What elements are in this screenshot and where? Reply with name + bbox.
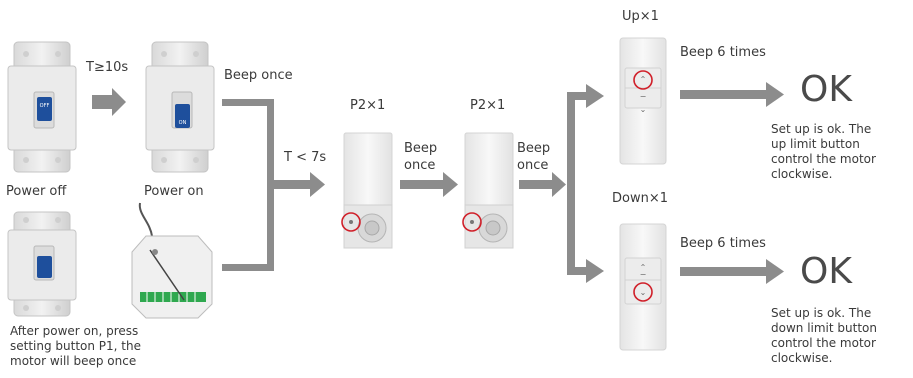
remote-down: ⌃ − ⌄ — [619, 223, 667, 351]
breaker-after-power-on — [7, 211, 77, 317]
ok-top: OK — [800, 69, 852, 110]
branch-connector — [567, 84, 604, 283]
label-beep-6-bottom: Beep 6 times — [680, 236, 766, 251]
label-beep-once-top: Beep once — [224, 68, 293, 83]
svg-text:⌄: ⌄ — [640, 105, 647, 114]
arrow-remote-up-to-ok — [680, 82, 784, 107]
arrow-remote-down-to-ok — [680, 259, 784, 284]
motor-head-1 — [341, 132, 393, 249]
label-beep-6-top: Beep 6 times — [680, 45, 766, 60]
breaker-power-on: ON — [145, 41, 215, 173]
label-p2-x1-second: P2×1 — [470, 98, 506, 113]
label-p2-x1-first: P2×1 — [350, 98, 386, 113]
receiver-module — [131, 202, 213, 319]
label-down-x1: Down×1 — [612, 191, 668, 206]
merge-connector — [222, 99, 325, 271]
label-beep-once-1: Beep once — [404, 141, 438, 173]
breaker-off-text: OFF — [40, 103, 50, 109]
arrow-motor2-to-split — [519, 172, 566, 197]
label-t-ge-10s: T≥10s — [86, 60, 129, 75]
label-up-x1: Up×1 — [622, 9, 659, 24]
label-power-off: Power off — [6, 184, 67, 199]
desc-up-ok: Set up is ok. The up limit button contro… — [771, 122, 876, 181]
desc-down-ok: Set up is ok. The down limit button cont… — [771, 306, 877, 365]
arrow-off-to-on — [92, 88, 126, 116]
svg-text:⌄: ⌄ — [640, 288, 647, 297]
svg-text:⌃: ⌃ — [640, 263, 647, 272]
remote-up: ⌃ − ⌄ — [619, 37, 667, 165]
motor-head-2 — [462, 132, 514, 249]
breaker-on-text: ON — [179, 120, 187, 126]
arrow-motor1-to-motor2 — [400, 172, 458, 197]
svg-text:−: − — [640, 92, 647, 101]
label-power-on: Power on — [144, 184, 204, 199]
svg-text:⌃: ⌃ — [640, 75, 647, 84]
label-t-lt-7s: T < 7s — [284, 150, 327, 165]
svg-text:−: − — [640, 270, 647, 279]
label-beep-once-2: Beep once — [517, 141, 551, 173]
ok-bottom: OK — [800, 251, 852, 292]
breaker-power-off: OFF — [7, 41, 77, 173]
label-after-power-on: After power on, press setting button P1,… — [10, 324, 142, 368]
